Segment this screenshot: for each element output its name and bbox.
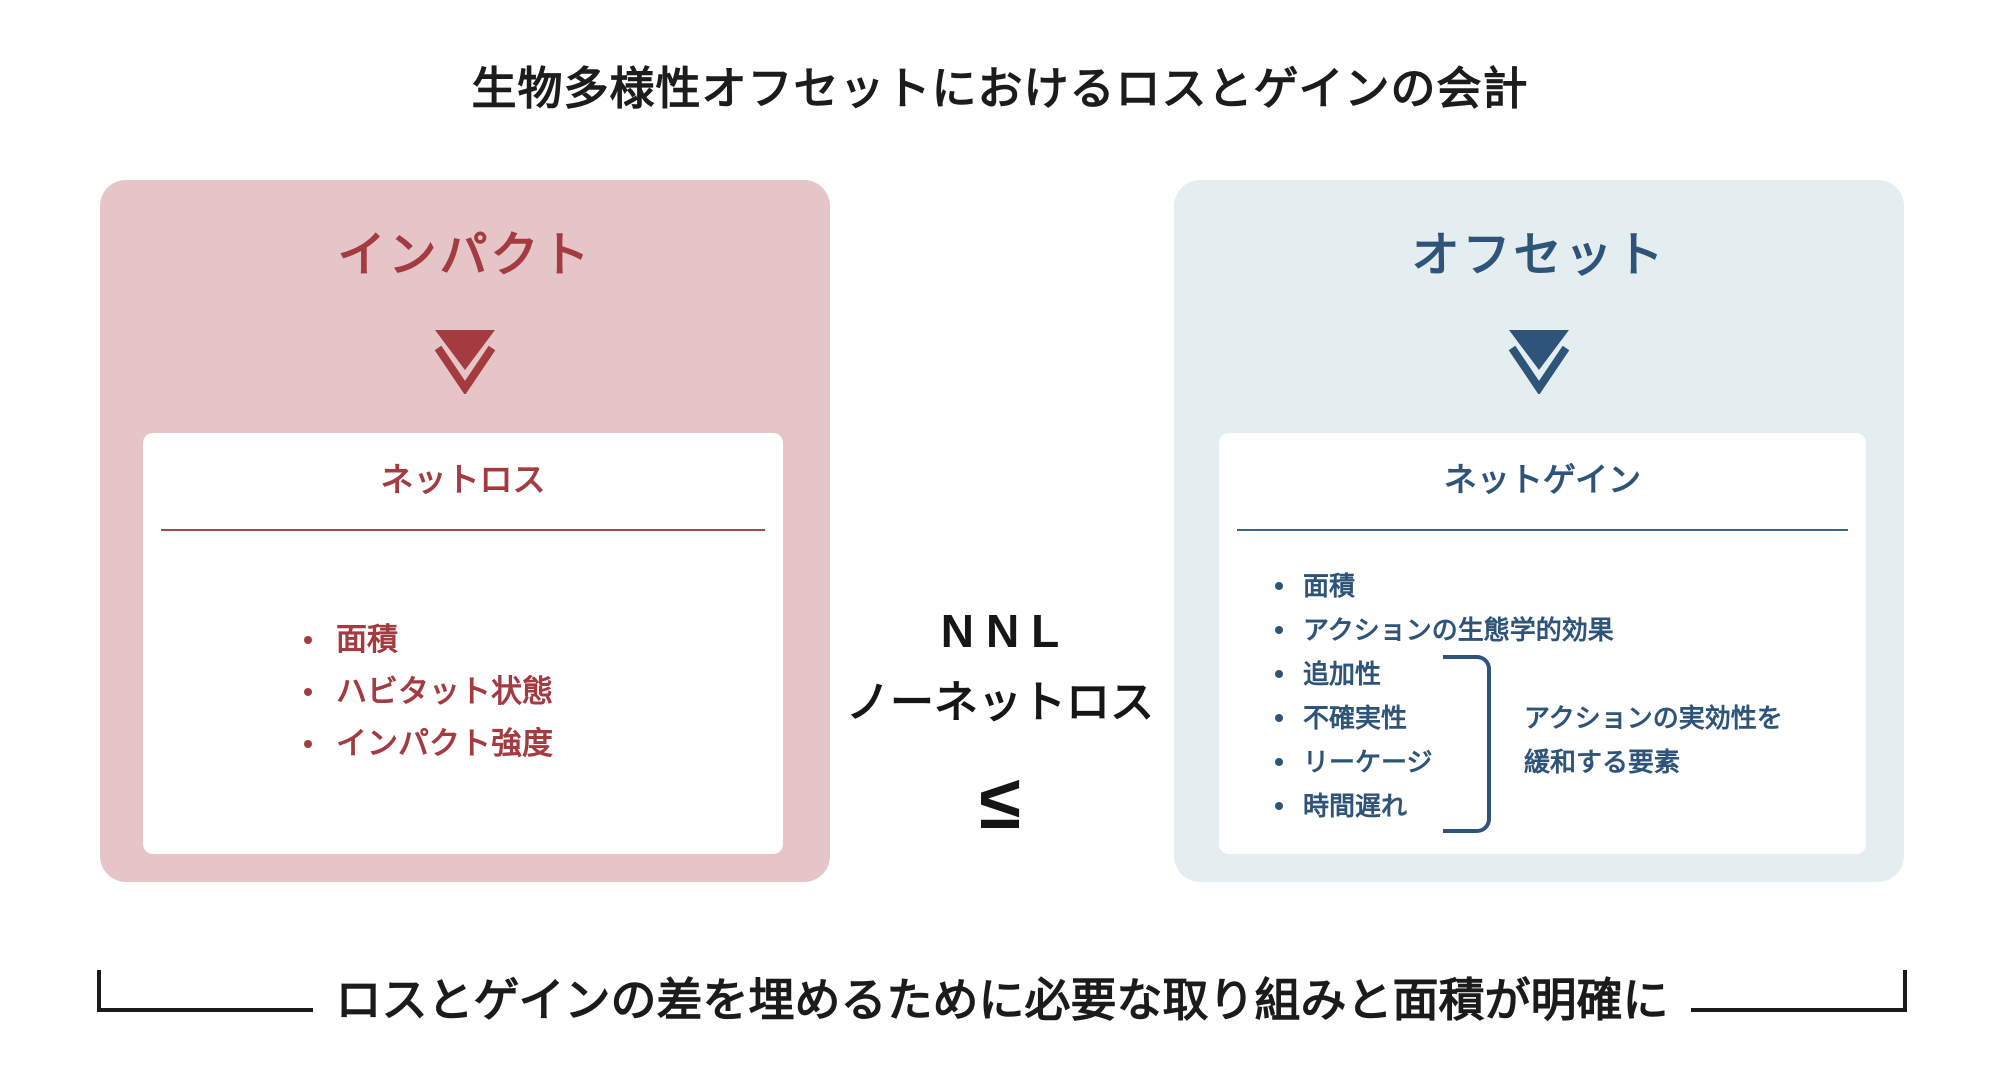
nnl-label: ノーネットロス: [846, 678, 1154, 727]
less-than-or-equal-symbol: ≤: [979, 760, 1021, 845]
list-item: 面積: [304, 614, 553, 666]
double-down-arrow-icon: [1508, 330, 1570, 394]
bracket-label-line: 緩和する要素: [1524, 747, 1681, 777]
list-item: 時間遅れ: [1275, 784, 1614, 828]
bracket-line-right: [1690, 970, 1907, 1012]
page-title: 生物多様性オフセットにおけるロスとゲインの会計: [471, 63, 1529, 114]
list-item: 不確実性: [1275, 696, 1614, 740]
net-gain-card: ネットゲイン 面積 アクションの生態学的効果 追加性 不確実性 リーケージ 時間…: [1219, 433, 1866, 854]
bracket-label-line: アクションの実効性を: [1524, 703, 1783, 733]
bracket-line-left: [97, 970, 314, 1012]
net-gain-title: ネットゲイン: [1443, 461, 1642, 498]
impact-panel: インパクト ネットロス 面積 ハビタット状態 インパクト強度: [100, 180, 830, 882]
list-item: 面積: [1275, 564, 1614, 608]
list-item: インパクト強度: [304, 718, 553, 770]
nnl-abbreviation: NNL: [940, 605, 1072, 657]
list-item: ハビタット状態: [304, 666, 553, 718]
footer-bracket: ロスとゲインの差を埋めるために必要な取り組みと面積が明確に: [97, 968, 1907, 1026]
bracket-label: アクションの実効性を 緩和する要素: [1524, 696, 1783, 784]
list-item: 追加性: [1275, 652, 1614, 696]
double-down-arrow-icon: [434, 330, 496, 394]
net-gain-list: 面積 アクションの生態学的効果 追加性 不確実性 リーケージ 時間遅れ: [1275, 564, 1614, 828]
offset-panel-title: オフセット: [1411, 229, 1667, 282]
list-item: アクションの生態学的効果: [1275, 608, 1614, 652]
net-loss-title: ネットロス: [380, 461, 546, 498]
list-item: リーケージ: [1275, 740, 1614, 784]
footer-caption: ロスとゲインの差を埋めるために必要な取り組みと面積が明確に: [335, 974, 1669, 1026]
net-loss-card: ネットロス 面積 ハビタット状態 インパクト強度: [143, 433, 783, 854]
offset-panel: オフセット ネットゲイン 面積 アクションの生態学的効果 追加性 不確実性 リー…: [1174, 180, 1904, 882]
group-bracket: [1443, 655, 1491, 833]
net-loss-list: 面積 ハビタット状態 インパクト強度: [304, 614, 553, 770]
impact-panel-title: インパクト: [337, 229, 593, 282]
net-loss-divider: [161, 529, 765, 531]
net-gain-divider: [1237, 529, 1848, 531]
